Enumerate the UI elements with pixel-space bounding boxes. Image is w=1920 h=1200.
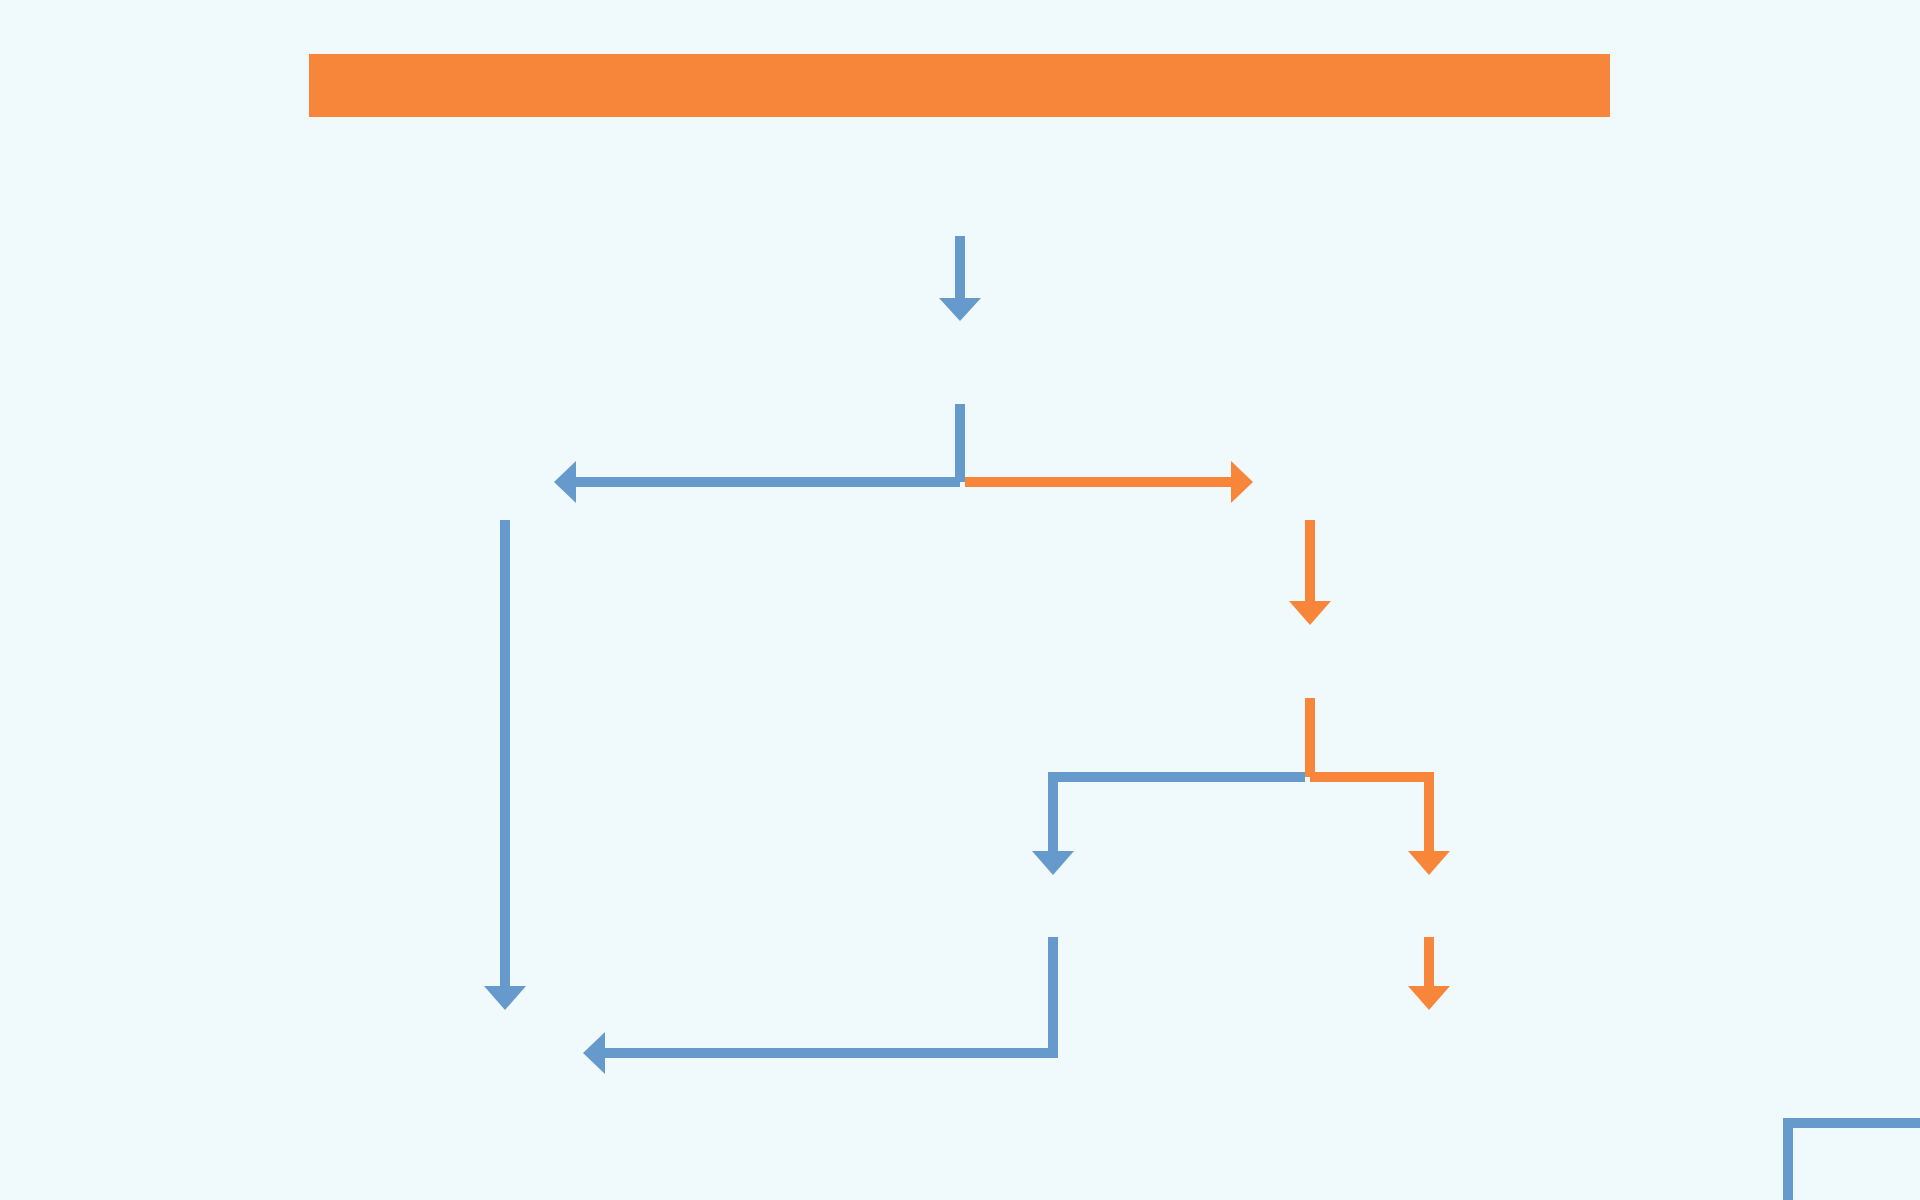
arrowhead-merge-left	[583, 1032, 605, 1074]
arrowhead-split-left	[554, 461, 576, 503]
arrowhead-left-long-down	[484, 986, 526, 1010]
arrowhead-start-down	[939, 298, 981, 321]
arrowhead-branch-right-down	[1408, 851, 1450, 875]
arrowhead-orange-final-down	[1408, 986, 1450, 1010]
connector-branch-right	[1310, 772, 1434, 855]
arrowhead-right-down	[1289, 601, 1331, 625]
arrowhead-branch-left-down	[1032, 851, 1074, 875]
connector-branch-left	[1048, 772, 1305, 855]
title-bar	[309, 54, 1610, 117]
arrowhead-split-right	[1231, 461, 1253, 503]
connector-offscreen-corner	[1783, 1118, 1920, 1200]
connector-merge-left	[600, 937, 1058, 1058]
